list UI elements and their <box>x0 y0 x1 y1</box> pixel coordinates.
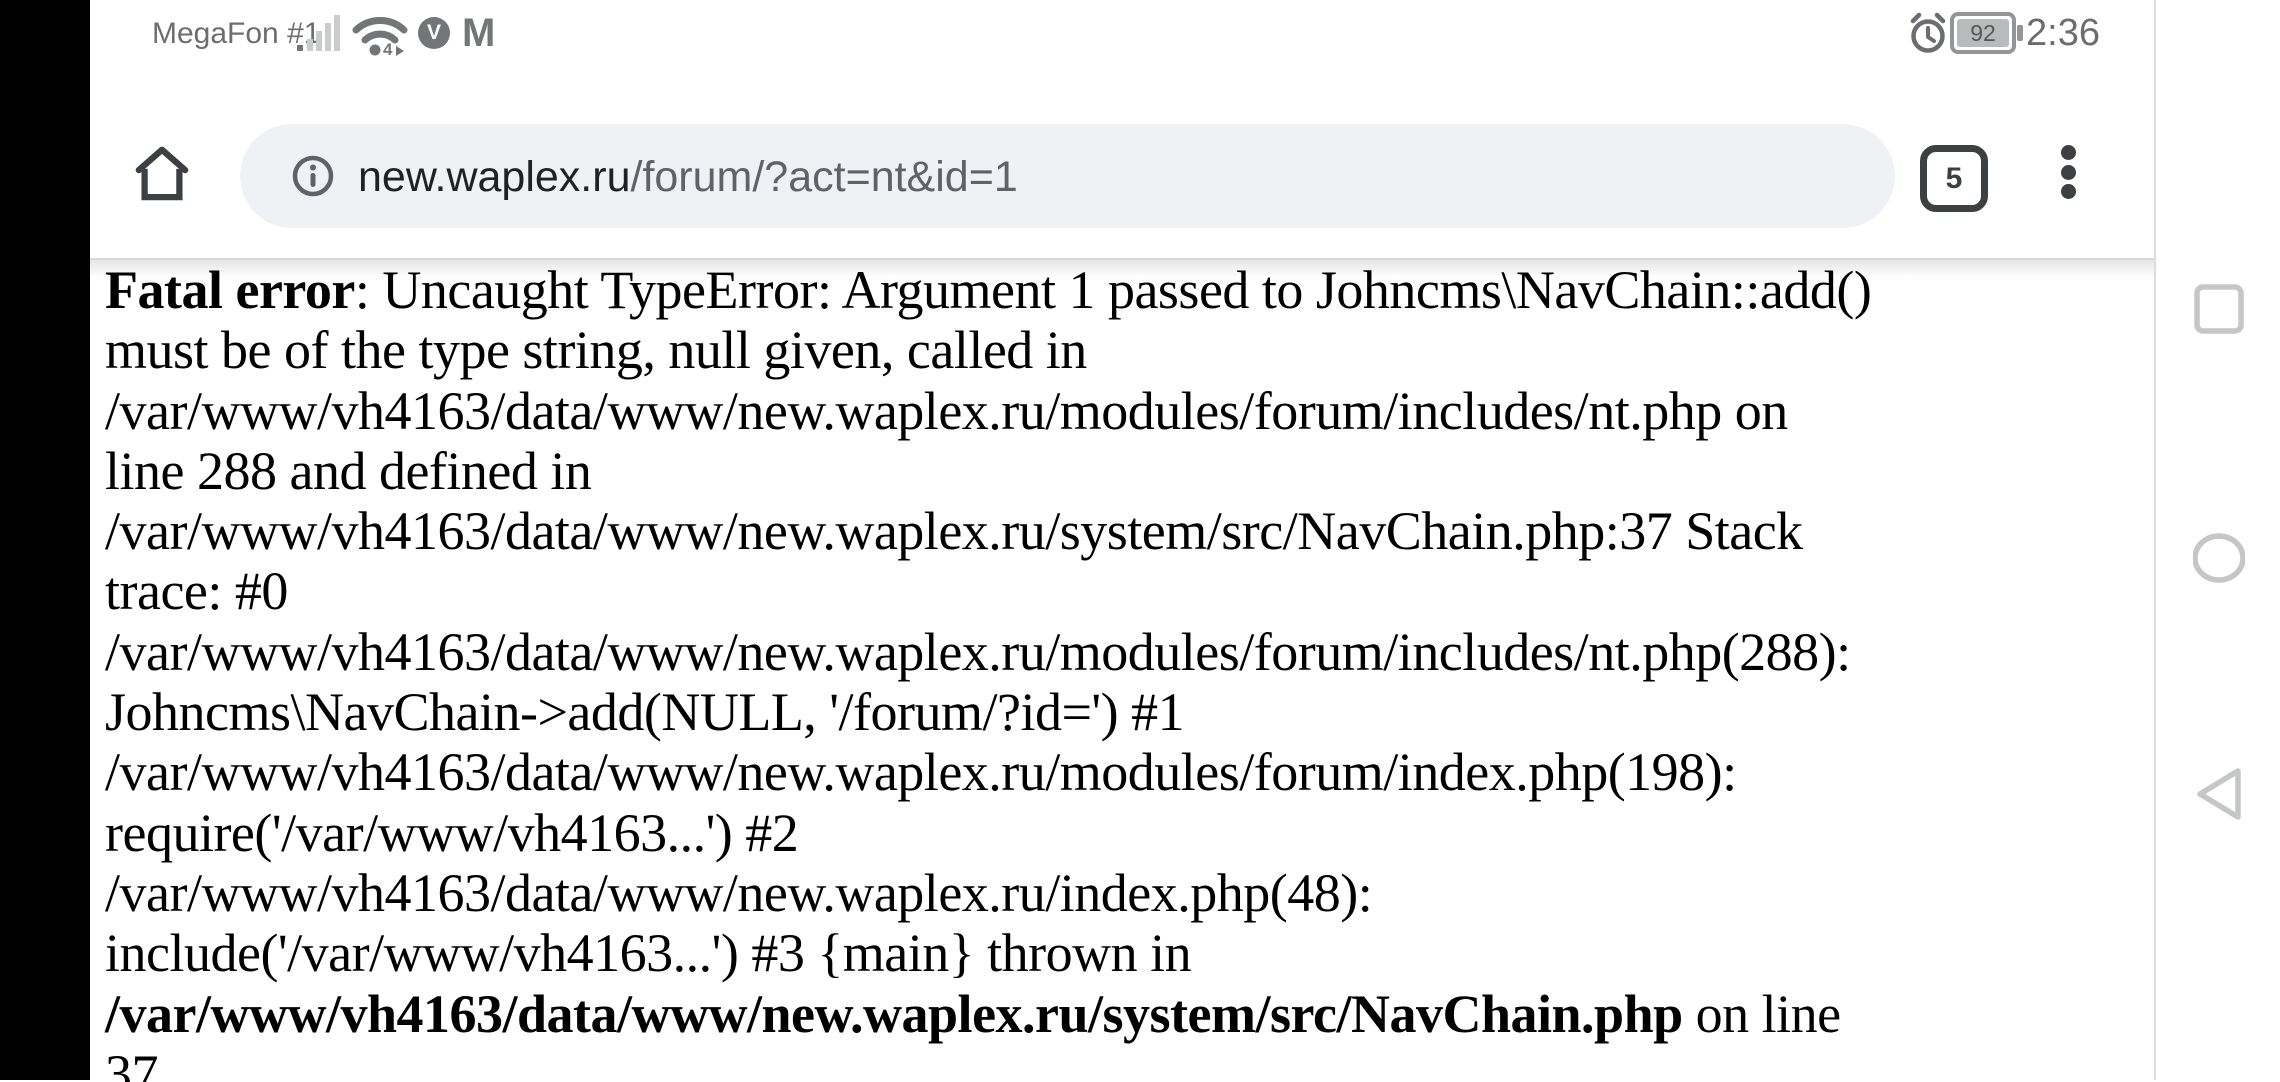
clock-label: 2:36 <box>2026 11 2100 54</box>
v-badge-icon: V <box>418 0 450 66</box>
battery-icon: 92 <box>1950 0 2023 66</box>
signal-icon <box>296 0 342 66</box>
back-triangle-icon <box>2197 768 2241 820</box>
error-line: 37 <box>105 1043 159 1082</box>
url-domain: new.waplex.ru <box>358 153 631 201</box>
error-line: /var/www/vh4163/data/www/new.waplex.ru/m… <box>105 621 1851 682</box>
page-content[interactable]: Fatal error: Uncaught TypeError: Argumen… <box>90 258 2154 1082</box>
home-button[interactable] <box>133 142 191 204</box>
tab-counter-button[interactable]: 5 <box>1920 145 1988 212</box>
error-line: must be of the type string, null given, … <box>105 320 1087 381</box>
url-text[interactable]: new.waplex.ru/forum/?act=nt&id=1 <box>358 124 1018 228</box>
error-line: include('/var/www/vh4163...') #3 {main} … <box>105 923 1192 984</box>
browser-toolbar: new.waplex.ru/forum/?act=nt&id=1 5 <box>90 66 2154 258</box>
error-line: /var/www/vh4163/data/www/new.waplex.ru/s… <box>105 501 1803 562</box>
home-icon <box>135 146 189 201</box>
error-text: Fatal error: Uncaught TypeError: Argumen… <box>90 260 2154 1082</box>
carrier-label: MegaFon #1 <box>152 17 321 50</box>
info-icon[interactable] <box>292 155 334 197</box>
recents-button[interactable] <box>2193 283 2245 341</box>
error-line: Johncms\NavChain->add(NULL, '/forum/?id=… <box>105 682 1185 743</box>
battery-percent: 92 <box>1957 19 2009 47</box>
svg-text:4: 4 <box>383 40 393 56</box>
error-line: trace: #0 <box>105 561 288 622</box>
home-circle-icon <box>2192 533 2246 583</box>
alarm-icon <box>1906 0 1950 66</box>
error-line: /var/www/vh4163/data/www/new.waplex.ru/i… <box>105 862 1373 923</box>
wifi-icon: 4 <box>352 0 414 66</box>
error-line: line 288 and defined in <box>105 440 592 501</box>
error-line: /var/www/vh4163/data/www/new.waplex.ru/m… <box>105 380 1788 441</box>
android-nav-bar <box>2154 0 2280 1080</box>
url-bar[interactable]: new.waplex.ru/forum/?act=nt&id=1 <box>240 124 1895 228</box>
notch-black-bar <box>0 0 90 1080</box>
m-app-icon: M <box>462 11 496 55</box>
error-line: Fatal error: Uncaught TypeError: Argumen… <box>105 260 1872 320</box>
tab-count-label: 5 <box>1945 161 1963 195</box>
status-bar: MegaFon #1 4 <box>90 0 2154 66</box>
error-line: require('/var/www/vh4163...') #2 <box>105 802 799 863</box>
error-line: /var/www/vh4163/data/www/new.waplex.ru/m… <box>105 742 1737 803</box>
menu-button[interactable] <box>2052 145 2084 199</box>
error-line: /var/www/vh4163/data/www/new.waplex.ru/s… <box>105 983 1841 1044</box>
url-path: /forum/?act=nt&id=1 <box>630 153 1018 201</box>
browser-window: MegaFon #1 4 <box>90 0 2154 1082</box>
home-nav-button[interactable] <box>2192 532 2246 590</box>
menu-dots-icon <box>2060 145 2076 160</box>
back-button[interactable] <box>2193 766 2245 824</box>
recents-square-icon <box>2194 284 2244 334</box>
